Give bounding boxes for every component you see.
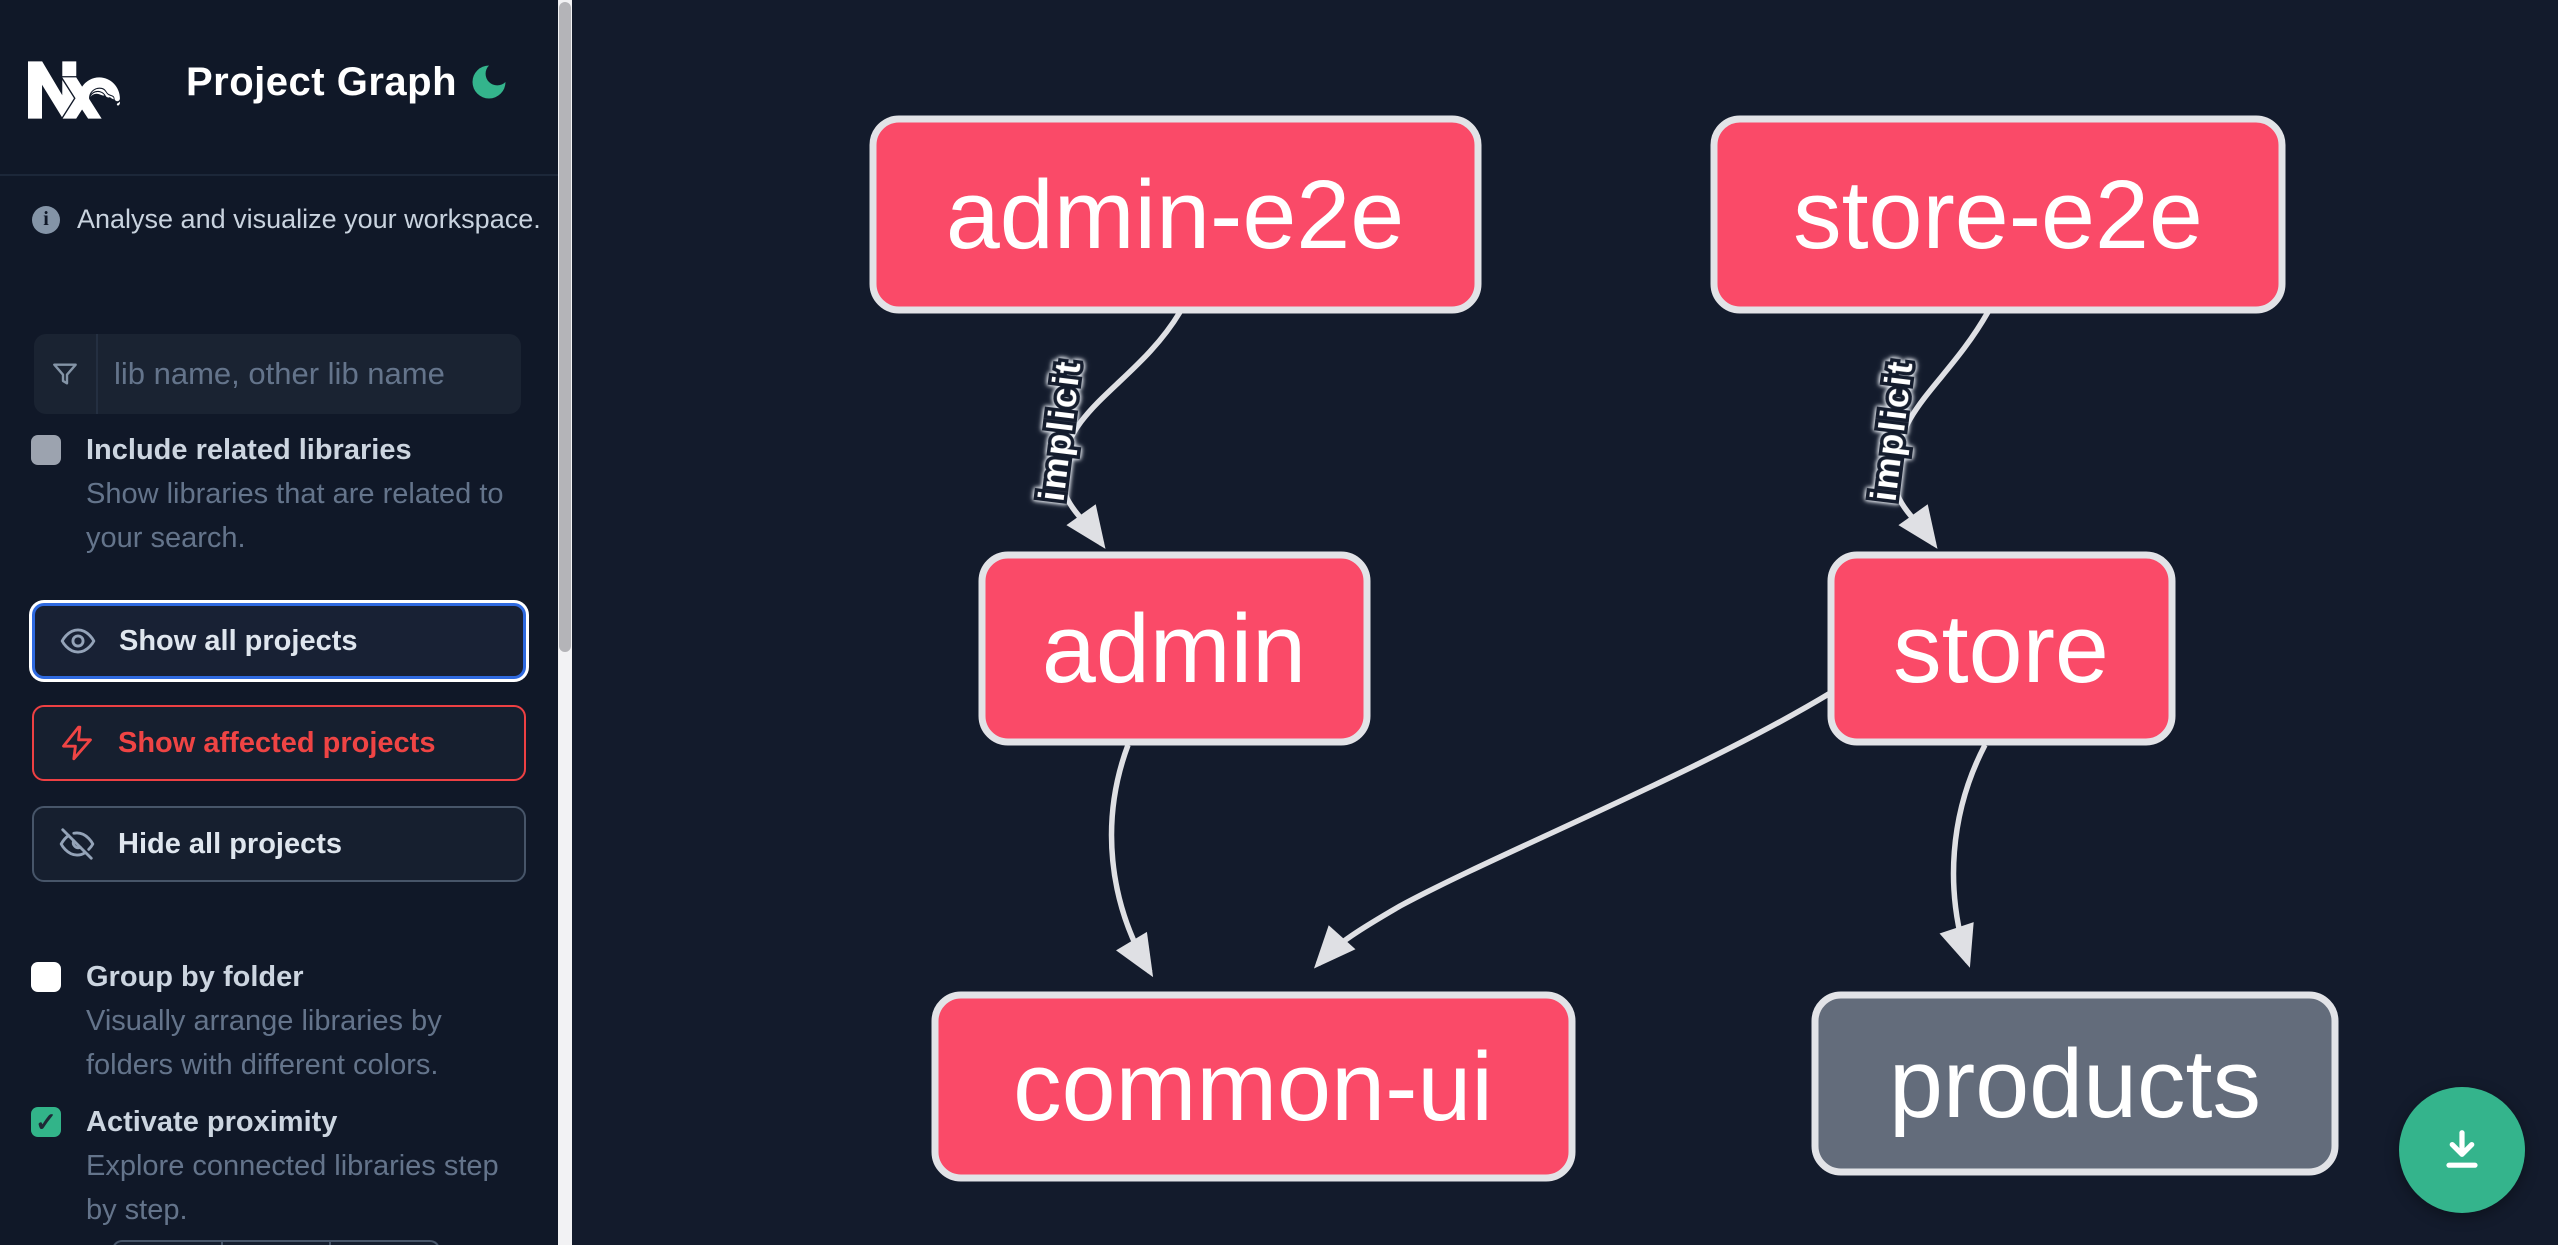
node-label: store-e2e <box>1793 160 2203 269</box>
download-icon <box>2446 1130 2478 1168</box>
sidebar-header: Project Graph <box>0 0 558 176</box>
graph-node-admin-e2e[interactable]: admin-e2e <box>869 115 1482 314</box>
button-label: Hide all projects <box>118 827 343 860</box>
toggle-description: Visually arrange libraries by folders wi… <box>86 1005 442 1081</box>
node-label: products <box>1889 1029 2261 1138</box>
proximity-stepper[interactable] <box>112 1240 440 1245</box>
stepper-increment[interactable] <box>329 1242 438 1245</box>
edge-label-implicit: implicit <box>1031 357 1089 503</box>
checkbox-include-related[interactable] <box>31 435 61 465</box>
graph-node-products[interactable]: products <box>1811 991 2339 1176</box>
page-title: Project Graph <box>186 60 458 104</box>
node-label: admin <box>1042 594 1306 703</box>
check-icon: ✓ <box>35 1106 57 1137</box>
show-affected-projects-button[interactable]: Show affected projects <box>32 705 526 781</box>
checkbox-activate-proximity-checked[interactable]: ✓ <box>31 1107 61 1137</box>
sidebar-scrollbar-thumb[interactable] <box>559 2 571 652</box>
search-box <box>34 334 521 414</box>
hide-all-projects-button[interactable]: Hide all projects <box>32 806 526 882</box>
eye-icon <box>60 628 96 654</box>
node-label: store <box>1893 594 2109 703</box>
edge-store-to-products <box>1939 743 1988 968</box>
project-graph: implicit implicit admin-e2e store-e2e ad… <box>869 115 2339 1182</box>
node-label: admin-e2e <box>946 160 1404 269</box>
sidebar: Project Graph i Analyse and visualize yo… <box>0 0 558 1245</box>
edge-admin-to-common-ui <box>1108 744 1154 978</box>
graph-node-store[interactable]: store <box>1827 551 2176 746</box>
toggle-label: Include related libraries <box>86 434 412 466</box>
toggle-description: Explore connected libraries step by step… <box>86 1150 499 1226</box>
toggle-activate-proximity: ✓ Activate proximity Explore connected l… <box>31 1100 538 1232</box>
info-icon: i <box>32 205 60 234</box>
stepper-value <box>220 1242 330 1245</box>
toggle-label: Group by folder <box>86 961 304 993</box>
download-image-button[interactable] <box>2399 1087 2525 1213</box>
graph-node-store-e2e[interactable]: store-e2e <box>1710 115 2286 314</box>
node-label: common-ui <box>1013 1032 1493 1141</box>
toggle-include-related: Include related libraries Show libraries… <box>31 428 538 560</box>
edge-admin-e2e-to-admin <box>1058 310 1183 549</box>
edge-store-to-common-ui <box>1313 689 1834 969</box>
moon-icon[interactable] <box>467 60 511 104</box>
filter-funnel-icon <box>34 334 98 414</box>
show-all-projects-button[interactable]: Show all projects <box>32 603 526 679</box>
checkbox-group-by-folder[interactable] <box>31 962 61 992</box>
nx-logo-icon <box>28 61 120 119</box>
edge-store-e2e-to-store <box>1890 310 1991 549</box>
button-label: Show all projects <box>119 624 358 657</box>
tagline-text: Analyse and visualize your workspace. <box>77 204 541 234</box>
toggle-group-by-folder: Group by folder Visually arrange librari… <box>31 955 538 1087</box>
toggle-label: Activate proximity <box>86 1106 338 1138</box>
graph-node-common-ui[interactable]: common-ui <box>931 991 1576 1182</box>
sidebar-scrollbar-track[interactable] <box>558 0 572 1245</box>
button-label: Show affected projects <box>118 726 436 759</box>
bolt-icon <box>62 725 92 761</box>
toggle-description: Show libraries that are related to your … <box>86 478 504 554</box>
graph-node-admin[interactable]: admin <box>978 551 1371 746</box>
tagline-row: i Analyse and visualize your workspace. <box>32 204 541 235</box>
edge-label-implicit: implicit <box>1863 357 1921 503</box>
eye-off-icon <box>59 828 95 860</box>
search-input[interactable] <box>98 334 521 414</box>
